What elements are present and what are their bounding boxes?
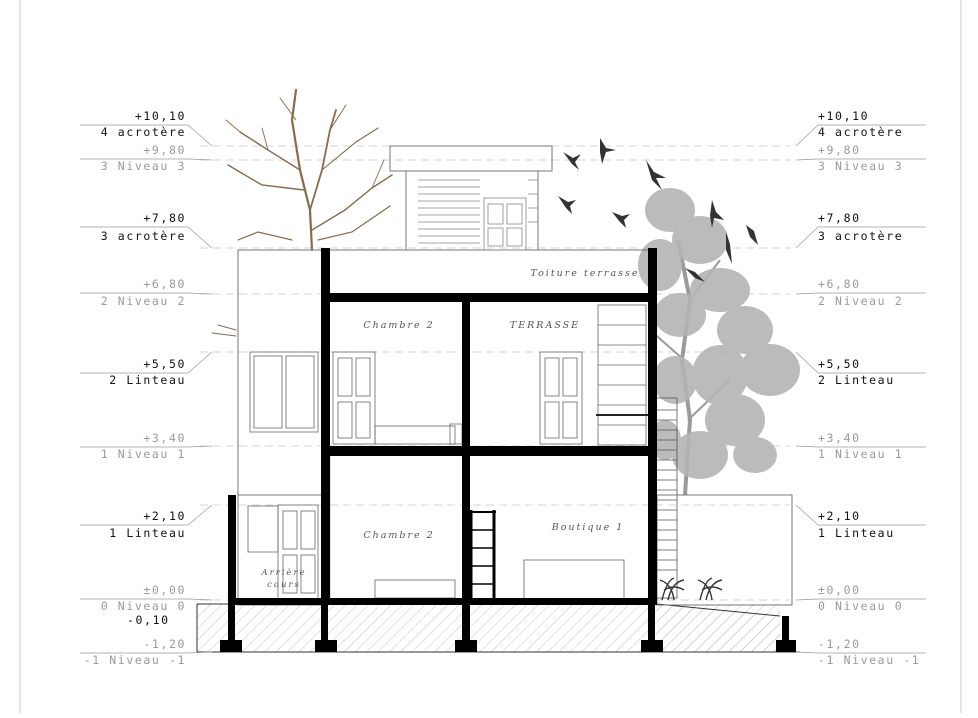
level-leader-line: [187, 445, 213, 448]
level-leader-line: [795, 445, 819, 448]
level-elevation-label: -1,20: [143, 637, 186, 651]
level-elevation-label: +7,80: [143, 211, 186, 225]
roof-cabin: [418, 179, 538, 251]
level-name-label: 3 acrotère: [818, 229, 903, 243]
level-leader-line: [187, 158, 213, 161]
level-leader-line: [187, 351, 213, 374]
level-name-label: 1 Niveau 1: [818, 447, 903, 461]
level-name-label: 2 Niveau 2: [101, 294, 186, 308]
level-name-label: -1 Niveau -1: [818, 653, 920, 667]
level-leader-line: [187, 226, 213, 249]
level-leader-line: [795, 226, 819, 249]
level-leader-line: [795, 124, 819, 147]
level-leader-line: [187, 598, 213, 601]
level-labels-right: +10,10 4 acrotère +9,80 3 Niveau 3 +7,80 3 ac…: [795, 109, 926, 667]
level-name-label: 1 Linteau: [818, 526, 895, 540]
level-elevation-label: -1,20: [818, 637, 861, 651]
bird-icon: [558, 138, 758, 282]
level-leader-line: [795, 598, 819, 601]
level-leader-line: [187, 504, 213, 526]
level-leader-line: [795, 158, 819, 161]
level-elevation-label: +6,80: [818, 277, 861, 291]
room-label-boutique: Boutique 1: [551, 522, 625, 533]
bare-tree-icon: [211, 88, 393, 337]
level-leader-line: [795, 292, 819, 295]
level-name-label: 4 acrotère: [101, 125, 186, 139]
ladder: [469, 510, 496, 600]
room-label-chambre-upper: Chambre 2: [363, 320, 434, 331]
level-elevation-label: +2,10: [818, 509, 861, 523]
room-label-toiture: Toiture terrasse: [530, 268, 639, 279]
level-leader-line: [795, 351, 819, 374]
level-elevation-label: +3,40: [143, 431, 186, 445]
level-leader-line: [187, 651, 213, 654]
level-name-label: 0 Niveau 0: [101, 599, 186, 613]
level-leader-line: [187, 292, 213, 295]
level-elevation-label: ±0,00: [143, 583, 186, 597]
level-leader-line: [795, 504, 819, 526]
level-elevation-label: +2,10: [143, 509, 186, 523]
level-name-label: 3 acrotère: [101, 229, 186, 243]
level-name-label: 4 acrotère: [818, 125, 903, 139]
level-name-label: 2 Linteau: [818, 373, 895, 387]
room-label-arriere: Arrière: [260, 567, 306, 578]
level-elevation-label: +6,80: [143, 277, 186, 291]
level-elevation-label: +9,80: [143, 143, 186, 157]
level-name-label: 3 Niveau 3: [101, 159, 186, 173]
extra-elevation-label: -0,10: [127, 613, 170, 627]
level-name-label: 1 Niveau 1: [101, 447, 186, 461]
level-name-label: 2 Niveau 2: [818, 294, 903, 308]
level-name-label: 3 Niveau 3: [818, 159, 903, 173]
level-name-label: 1 Linteau: [109, 526, 186, 540]
shrub-icon: [659, 577, 723, 601]
level-name-label: -1 Niveau -1: [84, 653, 186, 667]
upper-floor-fixtures: [249, 304, 648, 446]
room-label-terrasse: TERRASSE: [510, 320, 580, 331]
level-name-label: 0 Niveau 0: [818, 599, 903, 613]
level-leader-line: [187, 124, 213, 147]
room-labels: Toiture terrasse Chambre 2 TERRASSE Cham…: [260, 268, 639, 590]
level-leader-line: [795, 651, 819, 654]
level-elevation-label: +9,80: [818, 143, 861, 157]
room-label-chambre-lower: Chambre 2: [363, 530, 434, 541]
level-elevation-label: +5,50: [818, 357, 861, 371]
level-elevation-label: +7,80: [818, 211, 861, 225]
level-elevation-label: +5,50: [143, 357, 186, 371]
room-label-cours: cours: [267, 580, 301, 590]
level-elevation-label: ±0,00: [818, 583, 861, 597]
structural-cut: [220, 248, 796, 652]
level-elevation-label: +10,10: [135, 109, 186, 123]
level-labels-left: +10,10 4 acrotère +9,80 3 Niveau 3 +7,80 3 ac…: [80, 109, 213, 667]
level-name-label: 2 Linteau: [109, 373, 186, 387]
level-elevation-label: +10,10: [818, 109, 869, 123]
leafy-tree-icon: [638, 188, 800, 496]
level-elevation-label: +3,40: [818, 431, 861, 445]
ground-foundation: [196, 603, 800, 653]
